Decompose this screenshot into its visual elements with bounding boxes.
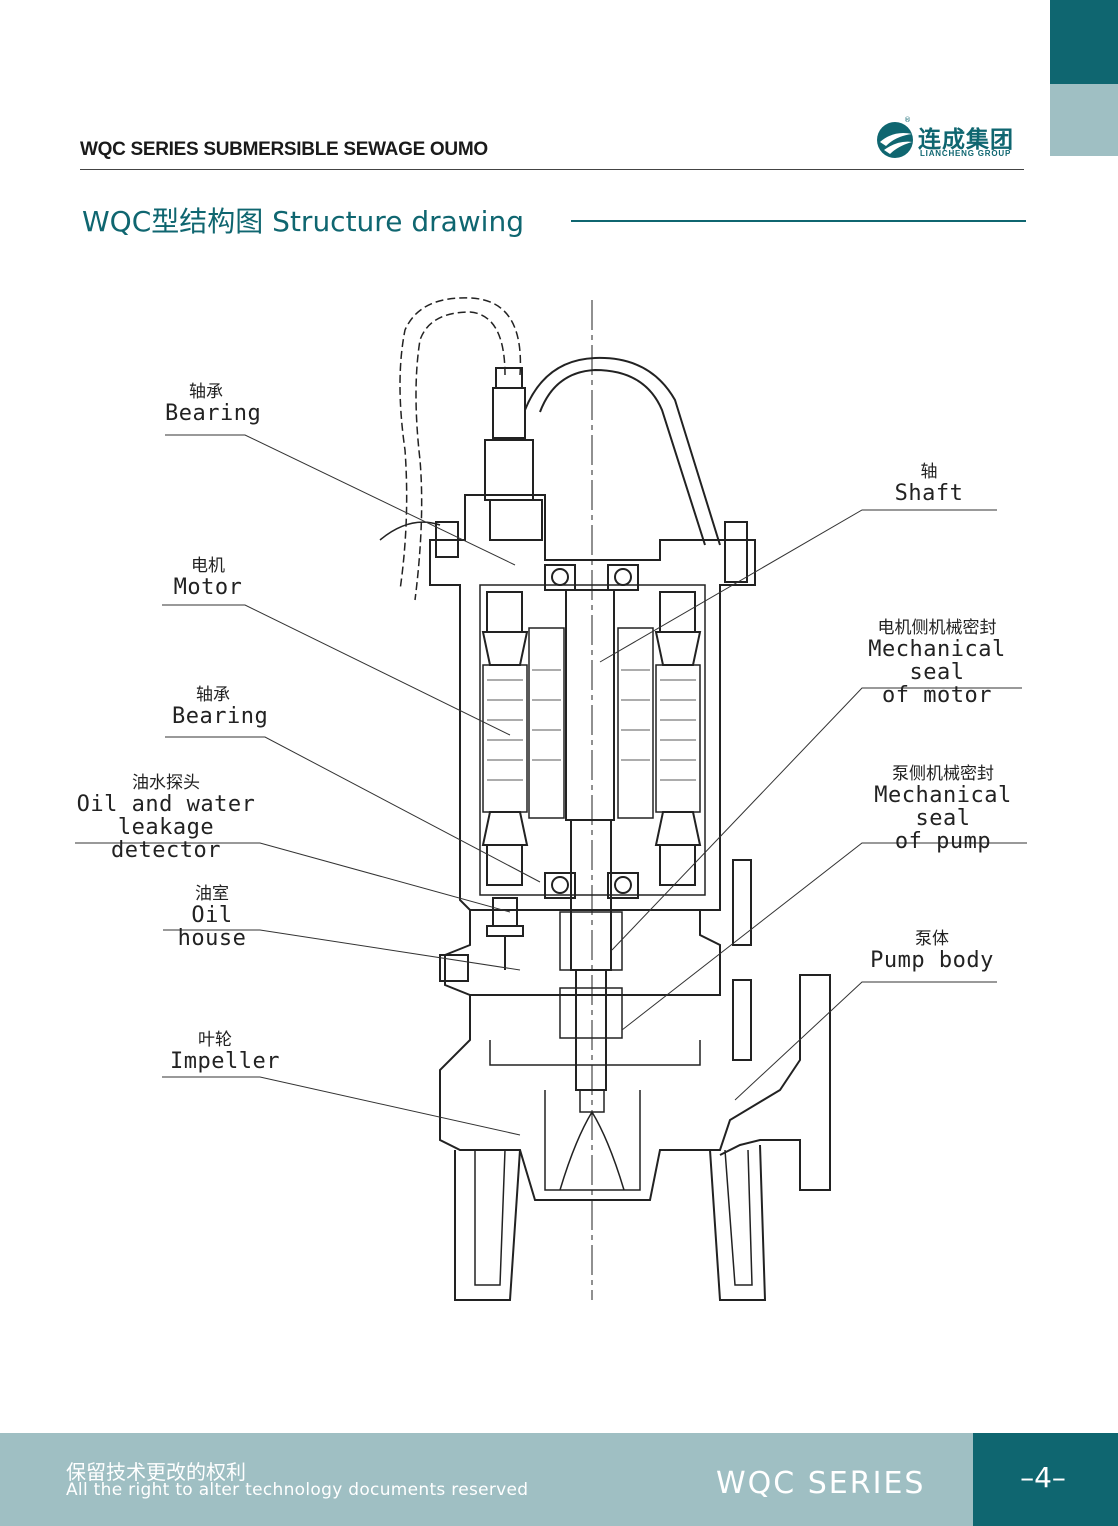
logo-mark-icon (877, 122, 913, 158)
label-seal-motor-en2: of motor (882, 683, 992, 709)
label-bearing-top: 轴承 Bearing (165, 382, 262, 426)
label-bearing-top-en: Bearing (165, 400, 262, 426)
corner-block-light (1050, 84, 1118, 156)
label-seal-pump-cn: 泵侧机械密封 (892, 764, 994, 784)
label-pump-body-cn: 泵体 (915, 929, 949, 949)
label-bearing-mid: 轴承 Bearing (172, 685, 269, 729)
label-leakage-detector: 油水探头 Oil and water leakage detector (72, 773, 260, 864)
footer-series: WQC SERIES (716, 1466, 926, 1501)
header-divider (80, 169, 1024, 170)
page-number: –4– (1020, 1461, 1066, 1494)
label-motor: 电机 Motor (168, 556, 248, 600)
logo-chinese-text: 连成集团 (918, 127, 1014, 153)
liancheng-logo: ® 连成集团 LIANCHENG GROUP (876, 116, 1026, 162)
structure-drawing: 轴承 Bearing 电机 Motor 轴承 Bearing 油水探头 Oil … (0, 250, 1118, 1430)
logo-english-text: LIANCHENG GROUP (920, 149, 1012, 158)
footer-rights-cn: 保留技术更改的权利 (66, 1460, 246, 1484)
corner-block-dark (1050, 0, 1118, 84)
label-oil-house-cn: 油室 (195, 884, 229, 904)
section-title: WQC型结构图 Structure drawing (82, 205, 524, 238)
label-detector-cn: 油水探头 (132, 773, 200, 793)
footer-page-box (973, 1433, 1118, 1526)
footer-bar (0, 1433, 1118, 1526)
label-impeller-cn: 叶轮 (198, 1030, 232, 1050)
label-motor-en: Motor (173, 574, 243, 600)
label-bearing-mid-cn: 轴承 (196, 685, 230, 705)
label-oil-house: 油室 Oil house (160, 884, 264, 951)
label-mechanical-seal-motor: 电机侧机械密封 Mechanical seal of motor (849, 618, 1025, 709)
pump-cross-section-drawing (75, 297, 1027, 1301)
label-shaft-cn: 轴 (920, 462, 938, 482)
label-impeller-en: Impeller (170, 1048, 280, 1074)
label-oil-house-en: Oil house (177, 902, 247, 951)
label-seal-motor-cn: 电机侧机械密封 (877, 618, 997, 638)
label-bearing-top-cn: 轴承 (189, 382, 223, 402)
label-seal-pump-en1: Mechanical seal (874, 782, 1012, 831)
label-impeller: 叶轮 Impeller (170, 1030, 280, 1074)
label-detector-en2: leakage detector (111, 814, 221, 864)
logo-registered-mark: ® (904, 116, 911, 124)
label-pump-body: 泵体 Pump body (870, 929, 994, 973)
label-motor-cn: 电机 (191, 556, 225, 576)
footer-rights-en: All the right to alter technology docume… (66, 1480, 529, 1500)
label-pump-body-en: Pump body (870, 947, 994, 973)
section-title-rule (571, 220, 1026, 222)
label-seal-pump-en2: of pump (894, 829, 992, 855)
header-title: WQC SERIES SUBMERSIBLE SEWAGE OUMO (80, 139, 488, 160)
label-mechanical-seal-pump: 泵侧机械密封 Mechanical seal of pump (855, 764, 1031, 855)
label-shaft-en: Shaft (894, 480, 964, 506)
label-seal-motor-en1: Mechanical seal (868, 636, 1006, 685)
label-detector-en1: Oil and water (76, 791, 256, 817)
label-shaft: 轴 Shaft (893, 462, 965, 506)
label-bearing-mid-en: Bearing (172, 703, 269, 729)
